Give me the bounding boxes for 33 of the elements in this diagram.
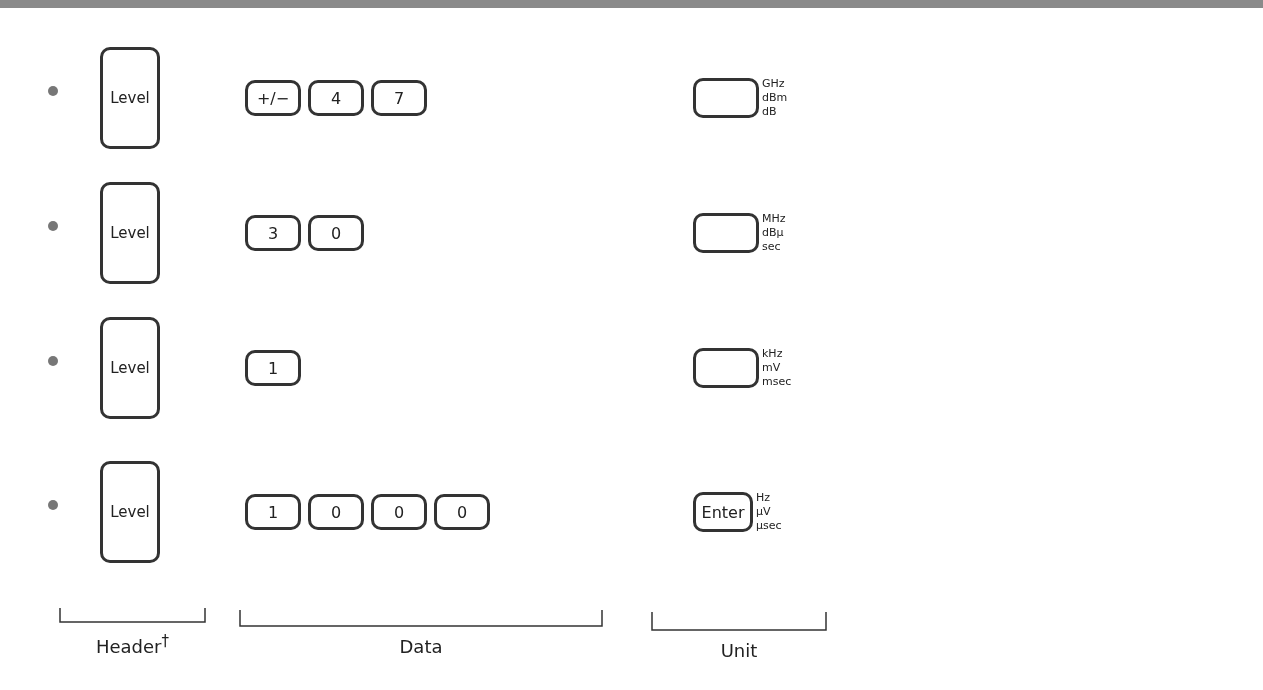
unit-label: μV [756, 505, 772, 519]
key-button: 0 [308, 215, 364, 251]
key-button: 0 [434, 494, 490, 530]
group-label: Data [399, 636, 443, 657]
blank-key [693, 213, 759, 253]
unit-label: dBm [762, 91, 788, 105]
unit-label: msec [762, 375, 792, 389]
key-button: Enter [693, 492, 753, 532]
key-button: Level [100, 47, 160, 149]
group-label: Unit [720, 640, 758, 661]
key-button: 4 [308, 80, 364, 116]
key-button: +/− [245, 80, 301, 116]
unit-label: Hz [756, 491, 772, 505]
group-label: Header$^{†}$ [96, 632, 169, 657]
blank-key [693, 348, 759, 388]
key-button: 1 [245, 350, 301, 386]
unit-label: dBμ [762, 226, 785, 240]
unit-label: dB [762, 105, 778, 119]
unit-label: μsec [756, 519, 782, 533]
key-button: 3 [245, 215, 301, 251]
key-button: Level [100, 317, 160, 419]
unit-label: MHz [762, 212, 786, 226]
unit-label: GHz [762, 77, 786, 91]
unit-label: kHz [762, 347, 784, 361]
unit-label: sec [762, 240, 782, 254]
key-button: 7 [371, 80, 427, 116]
key-button: 0 [308, 494, 364, 530]
unit-label: mV [762, 361, 782, 375]
key-button: Level [100, 182, 160, 284]
key-button: 1 [245, 494, 301, 530]
blank-key [693, 78, 759, 118]
key-button: Level [100, 461, 160, 563]
key-button: 0 [371, 494, 427, 530]
